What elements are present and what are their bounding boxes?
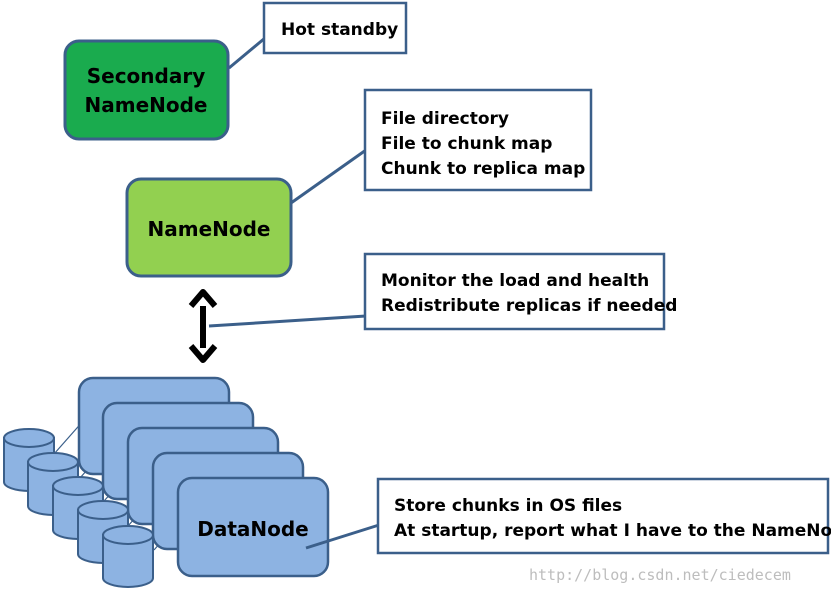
callout-storage: Store chunks in OS files At startup, rep…	[305, 477, 831, 555]
callout-storage-pointer	[305, 523, 380, 550]
secondary-namenode: Secondary NameNode	[63, 39, 230, 141]
callout-metadata-pointer	[290, 148, 367, 205]
callout-storage-line-1: Store chunks in OS files	[394, 496, 622, 516]
callout-hot-standby-line-1: Hot standby	[281, 20, 398, 40]
namenode-label: NameNode	[148, 217, 271, 241]
callout-hot-standby-pointer	[228, 36, 266, 70]
datanode-label: DataNode	[197, 517, 309, 541]
callout-metadata-line-3: Chunk to replica map	[381, 159, 585, 179]
namenode: NameNode	[125, 177, 293, 278]
callout-metadata-line-2: File to chunk map	[381, 134, 552, 154]
callout-monitor: Monitor the load and health Redistribute…	[208, 252, 677, 331]
callout-storage-line-2: At startup, report what I have to the Na…	[394, 521, 831, 541]
callout-metadata-line-1: File directory	[381, 109, 509, 129]
secondary-namenode-label-line1: Secondary	[87, 64, 206, 88]
double-arrow	[188, 289, 218, 363]
disk-stack	[3, 428, 154, 588]
datanode-stack: DataNode	[77, 376, 330, 578]
watermark-text: http://blog.csdn.net/ciedecem	[529, 566, 791, 584]
disk-icon	[102, 525, 154, 588]
callout-monitor-line-1: Monitor the load and health	[381, 271, 649, 291]
callout-monitor-line-2: Redistribute replicas if needed	[381, 296, 677, 316]
secondary-namenode-label-line2: NameNode	[85, 93, 208, 117]
callout-metadata: File directory File to chunk map Chunk t…	[290, 88, 593, 205]
callout-monitor-pointer	[208, 314, 367, 328]
datanode-box-5	[176, 476, 330, 578]
callout-hot-standby: Hot standby	[228, 1, 408, 70]
